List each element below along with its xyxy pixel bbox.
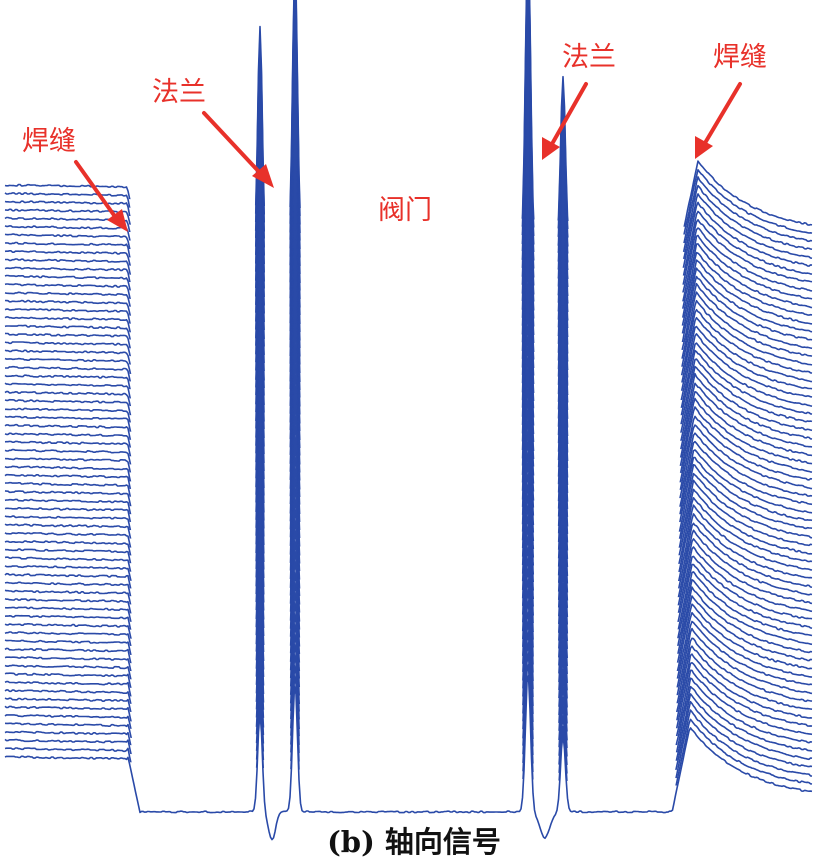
annotation-weld-left: 焊缝 <box>22 126 76 157</box>
arrow-flange-right <box>542 82 588 160</box>
signal-traces <box>4 0 813 841</box>
arrow-flange-left <box>202 111 274 188</box>
figure-caption: (b) 轴向信号 <box>327 825 501 859</box>
annotation-flange-right: 法兰 <box>562 42 616 73</box>
annotation-weld-right: 焊缝 <box>713 42 767 73</box>
arrow-weld-left <box>74 160 128 232</box>
annotations: 焊缝 法兰 阀门 法兰 焊缝 <box>22 42 767 232</box>
signal-trace-70 <box>4 674 813 841</box>
annotation-flange-left: 法兰 <box>152 77 206 108</box>
annotation-valve: 阀门 <box>378 195 432 226</box>
arrow-weld-right <box>695 82 742 159</box>
